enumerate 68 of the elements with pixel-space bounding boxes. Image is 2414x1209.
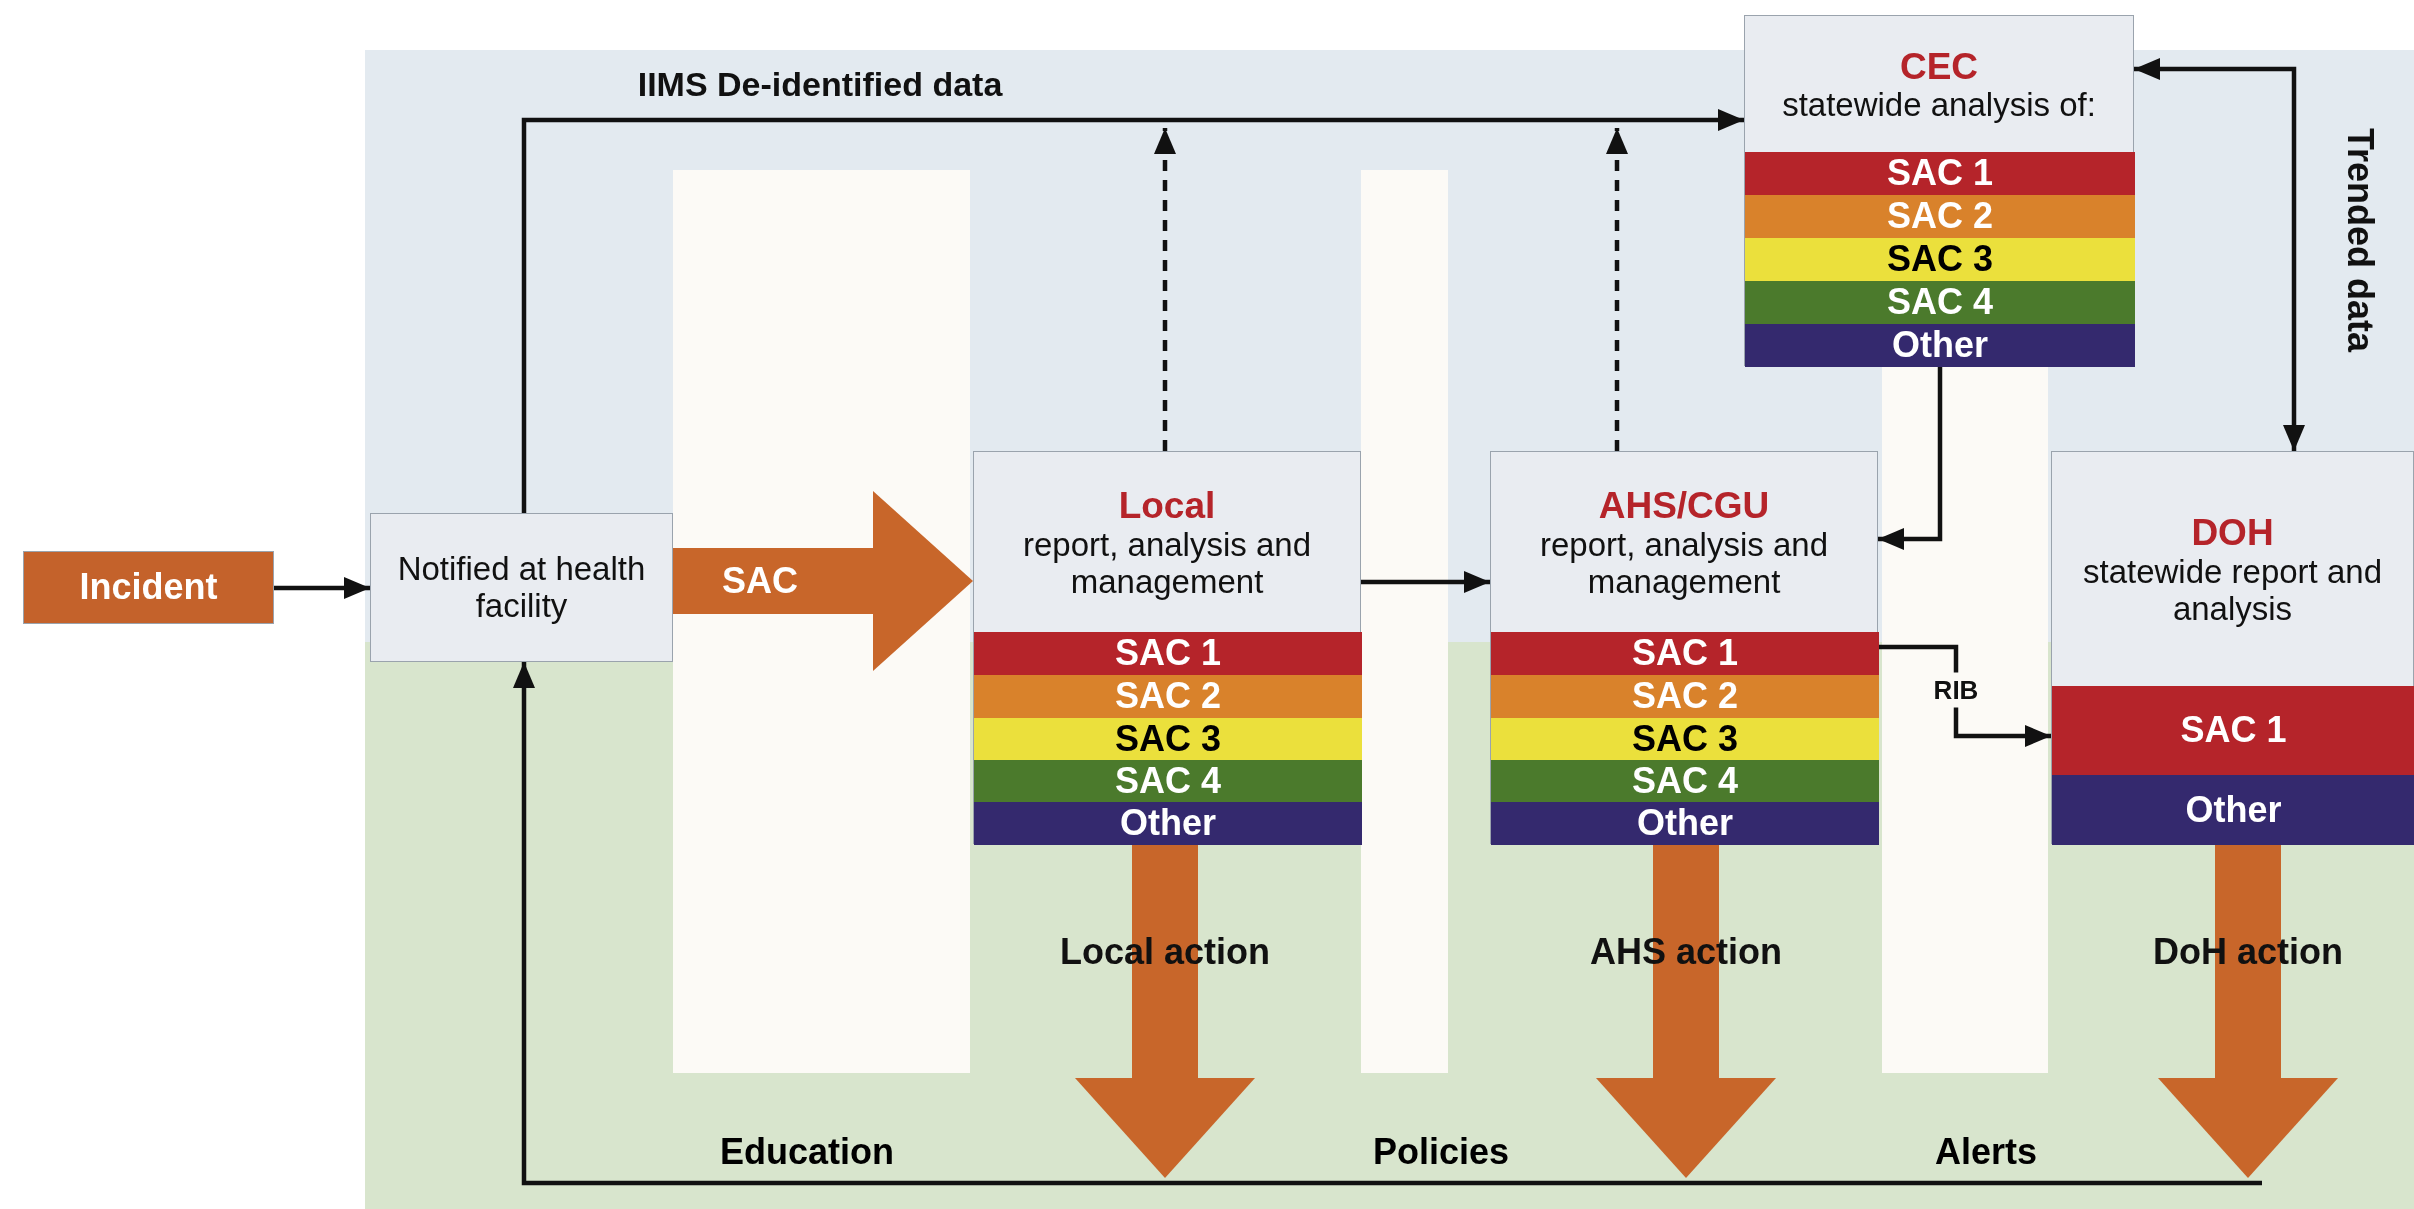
severity-band bbox=[1745, 324, 2135, 367]
node-description: statewide analysis of: bbox=[1782, 87, 2096, 125]
process-box bbox=[23, 551, 274, 624]
node-label: SAC 4 bbox=[1887, 282, 1993, 323]
severity-band bbox=[2052, 775, 2414, 845]
node-description: report, analysis and management bbox=[1022, 526, 1312, 601]
node-label: SAC 3 bbox=[1115, 718, 1221, 760]
node-label: Other bbox=[1637, 803, 1733, 844]
node-label: Other bbox=[2185, 789, 2282, 831]
dashed-arrow bbox=[1606, 128, 1628, 451]
severity-band bbox=[1745, 238, 2135, 281]
node-label: SAC 1 bbox=[1632, 633, 1738, 674]
severity-band bbox=[974, 802, 1362, 845]
group-box bbox=[1490, 451, 1878, 844]
node-label: Other bbox=[1120, 803, 1216, 844]
severity-band bbox=[1491, 718, 1879, 760]
arrow bbox=[521, 109, 1744, 513]
node-label: SAC 1 bbox=[1887, 153, 1993, 194]
group-box bbox=[2051, 451, 2414, 844]
arrow bbox=[274, 577, 370, 599]
dashed-arrow bbox=[1154, 128, 1176, 451]
block-arrow bbox=[1596, 844, 1776, 1178]
arrow bbox=[2134, 58, 2305, 451]
severity-band bbox=[1745, 152, 2135, 195]
feedback-label: Alerts bbox=[1935, 1131, 2037, 1173]
node-heading: CEC bbox=[1898, 45, 1980, 88]
feedback-label: Policies bbox=[1372, 1131, 1510, 1173]
block-arrow bbox=[673, 491, 973, 671]
process-box bbox=[370, 513, 673, 662]
severity-band bbox=[1491, 675, 1879, 718]
node-label: SAC 2 bbox=[1115, 676, 1221, 717]
severity-band bbox=[974, 675, 1362, 718]
node-label: SAC 4 bbox=[1115, 760, 1221, 802]
node-heading: DOH bbox=[2190, 512, 2275, 554]
block-arrow bbox=[1075, 844, 1255, 1178]
node-label: SAC 1 bbox=[1115, 633, 1221, 674]
node-heading: AHS/CGU bbox=[1597, 485, 1771, 527]
severity-band bbox=[974, 718, 1362, 760]
edge-label: Trended data bbox=[2339, 127, 2381, 353]
edge-label: IIMS De-identified data bbox=[637, 64, 1003, 104]
node-description: statewide report and analysis bbox=[2082, 553, 2383, 628]
severity-band bbox=[974, 632, 1362, 675]
group-box bbox=[973, 451, 1361, 844]
edge-label: SAC bbox=[722, 560, 798, 602]
arrow bbox=[513, 662, 2262, 1186]
node-label: Notified at health facility bbox=[396, 550, 647, 625]
node-heading: Local bbox=[1117, 485, 1217, 527]
node-description: report, analysis and management bbox=[1539, 526, 1829, 601]
feedback-label: Education bbox=[720, 1131, 894, 1173]
severity-band bbox=[1491, 760, 1879, 802]
node-label: SAC 1 bbox=[2180, 710, 2287, 751]
node-label: SAC 3 bbox=[1887, 239, 1993, 280]
block-arrow bbox=[2158, 844, 2338, 1178]
severity-band bbox=[1491, 802, 1879, 845]
node-label: Other bbox=[1892, 325, 1988, 366]
node-label: SAC 3 bbox=[1632, 718, 1738, 760]
severity-band bbox=[974, 760, 1362, 802]
arrow bbox=[1361, 571, 1490, 593]
node-label: Incident bbox=[79, 567, 218, 608]
node-label: SAC 2 bbox=[1887, 196, 1993, 237]
node-label: SAC 4 bbox=[1632, 760, 1738, 802]
group-box bbox=[1744, 15, 2134, 366]
node-label: SAC 2 bbox=[1632, 676, 1738, 717]
severity-band bbox=[1745, 281, 2135, 324]
arrow bbox=[1878, 366, 1943, 550]
severity-band bbox=[1745, 195, 2135, 238]
severity-band bbox=[1491, 632, 1879, 675]
severity-band bbox=[2052, 686, 2414, 775]
